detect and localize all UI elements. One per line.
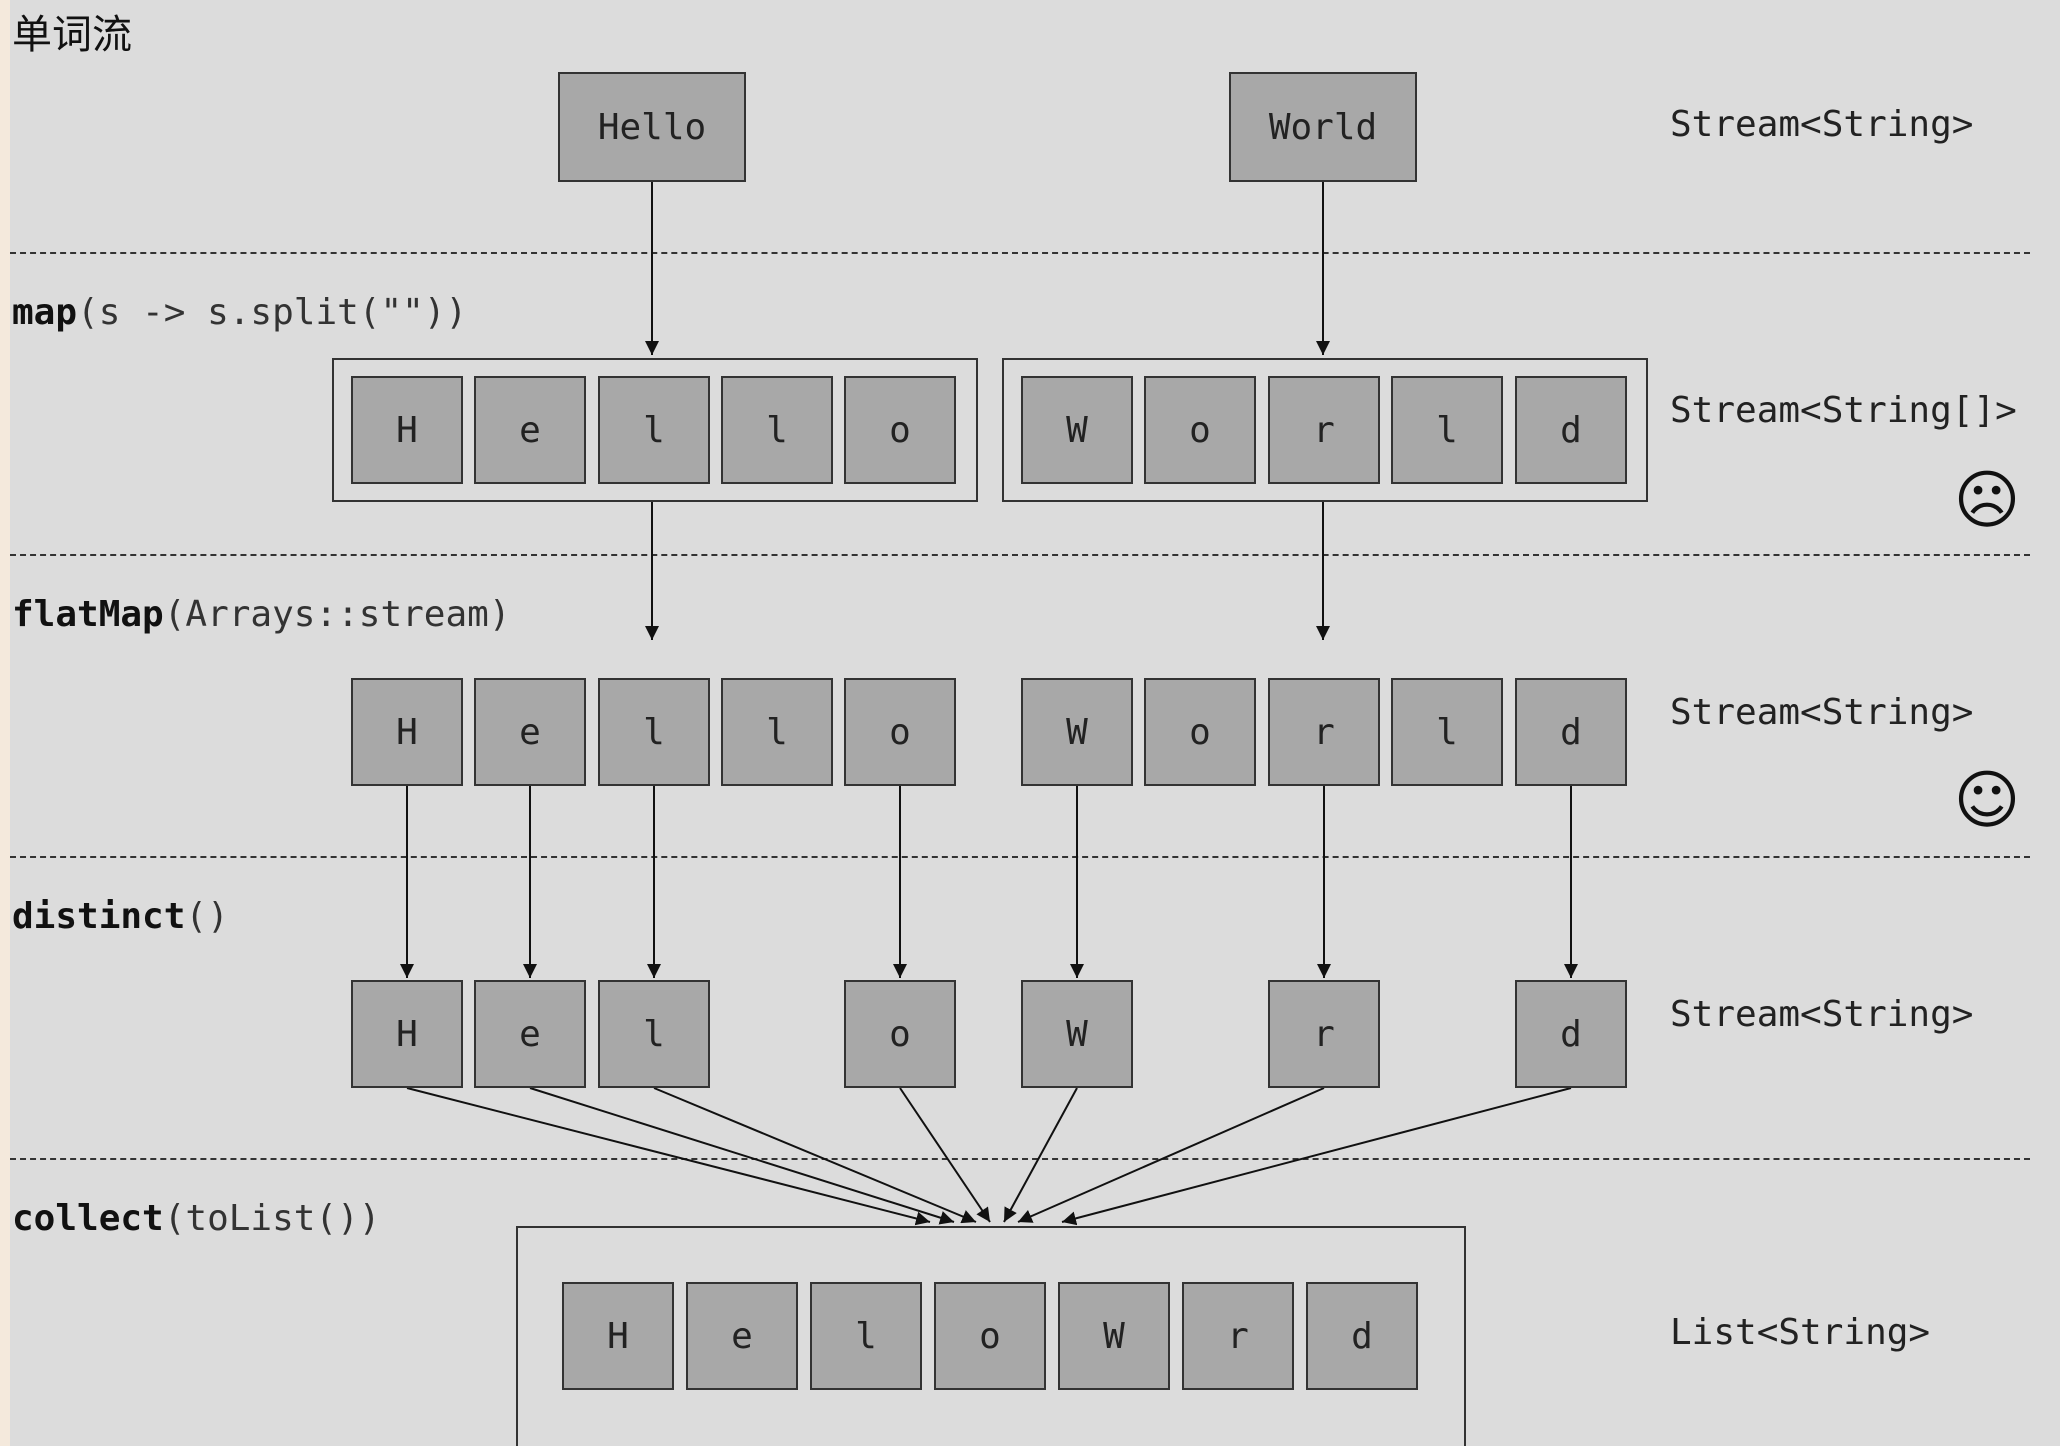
char-box: W bbox=[1021, 980, 1133, 1088]
type-label-map: Stream<String[]> bbox=[1670, 390, 2017, 431]
list-frame bbox=[516, 1226, 1466, 1446]
char-box: o bbox=[844, 376, 956, 484]
stage-divider bbox=[10, 252, 2030, 254]
char-box: r bbox=[1268, 678, 1380, 786]
flow-arrow bbox=[899, 1087, 991, 1223]
op-flatmap-label: flatMap(Arrays::stream) bbox=[12, 594, 511, 635]
op-args: () bbox=[185, 896, 229, 937]
char-box: r bbox=[1268, 980, 1380, 1088]
char-box: d bbox=[1515, 678, 1627, 786]
diagram-title: 单词流 bbox=[12, 12, 132, 58]
flow-arrow bbox=[1061, 1087, 1572, 1226]
type-label-flatmap: Stream<String> bbox=[1670, 692, 1974, 733]
word-box: World bbox=[1229, 72, 1417, 182]
char-box: l bbox=[721, 678, 833, 786]
char-box: d bbox=[1515, 376, 1627, 484]
char-box: l bbox=[598, 678, 710, 786]
string-array-frame bbox=[1002, 358, 1648, 502]
op-name: flatMap bbox=[12, 594, 164, 635]
op-name: distinct bbox=[12, 896, 186, 937]
char-box: o bbox=[1144, 678, 1256, 786]
char-box: W bbox=[1058, 1282, 1170, 1390]
char-box: W bbox=[1021, 678, 1133, 786]
char-box: H bbox=[562, 1282, 674, 1390]
flow-arrow bbox=[653, 1087, 977, 1224]
char-box: d bbox=[1306, 1282, 1418, 1390]
stage-divider bbox=[10, 856, 2030, 858]
op-args: (s -> s.split("")) bbox=[77, 292, 468, 333]
char-box: l bbox=[598, 980, 710, 1088]
op-name: collect bbox=[12, 1198, 164, 1239]
type-label-collect: List<String> bbox=[1670, 1312, 1931, 1353]
char-box: W bbox=[1021, 376, 1133, 484]
char-box: e bbox=[686, 1282, 798, 1390]
char-box: l bbox=[598, 376, 710, 484]
arrows-layer bbox=[400, 182, 1578, 1226]
char-box: H bbox=[351, 678, 463, 786]
op-distinct-label: distinct() bbox=[12, 896, 229, 937]
char-box: l bbox=[1391, 678, 1503, 786]
char-box: r bbox=[1182, 1282, 1294, 1390]
op-name: map bbox=[12, 292, 78, 333]
word-box: Hello bbox=[558, 72, 746, 182]
type-label-words: Stream<String> bbox=[1670, 104, 1974, 145]
op-args: (toList()) bbox=[163, 1198, 381, 1239]
string-array-frame bbox=[332, 358, 978, 502]
stage-divider bbox=[10, 554, 2030, 556]
type-label-distinct: Stream<String> bbox=[1670, 994, 1974, 1035]
char-box: H bbox=[351, 980, 463, 1088]
char-box: o bbox=[1144, 376, 1256, 484]
flow-arrow bbox=[1003, 1087, 1078, 1223]
char-box: e bbox=[474, 678, 586, 786]
char-box: l bbox=[721, 376, 833, 484]
char-box: r bbox=[1268, 376, 1380, 484]
char-box: o bbox=[844, 678, 956, 786]
stage-divider bbox=[10, 1158, 2030, 1160]
sad-face-icon: ☹ bbox=[1953, 464, 2021, 538]
char-box: l bbox=[1391, 376, 1503, 484]
flow-arrow bbox=[1017, 1087, 1325, 1223]
flow-arrow bbox=[406, 1087, 931, 1226]
char-box: d bbox=[1515, 980, 1627, 1088]
char-box: e bbox=[474, 376, 586, 484]
op-collect-label: collect(toList()) bbox=[12, 1198, 380, 1239]
char-box: H bbox=[351, 376, 463, 484]
op-map-label: map(s -> s.split("")) bbox=[12, 292, 467, 333]
diagram-canvas: 单词流 map(s -> s.split("")) flatMap(Arrays… bbox=[10, 0, 2060, 1446]
char-box: o bbox=[844, 980, 956, 1088]
flow-arrow bbox=[529, 1087, 955, 1225]
char-box: o bbox=[934, 1282, 1046, 1390]
op-args: (Arrays::stream) bbox=[163, 594, 511, 635]
char-box: l bbox=[810, 1282, 922, 1390]
char-box: e bbox=[474, 980, 586, 1088]
smiley-face-icon: ☺ bbox=[1953, 764, 2021, 838]
